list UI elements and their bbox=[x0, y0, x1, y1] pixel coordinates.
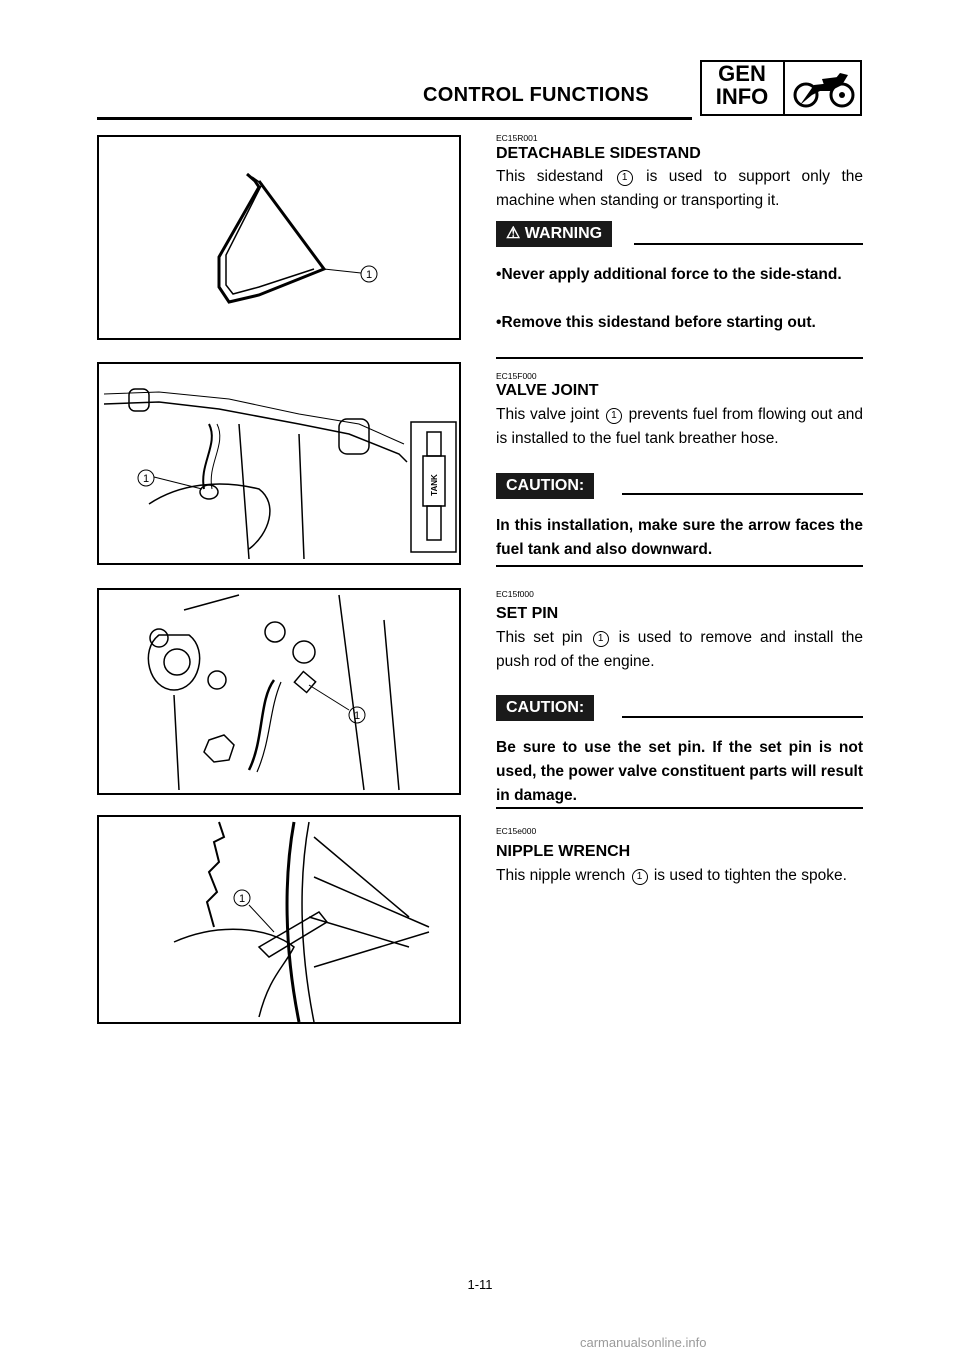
body-text: is used to support only the machine when… bbox=[496, 168, 863, 209]
warning-icon: ⚠ bbox=[506, 225, 521, 242]
section-rule bbox=[496, 807, 863, 809]
section-title: NIPPLE WRENCH bbox=[496, 843, 631, 860]
caution-text: In this installation, make sure the arro… bbox=[496, 517, 863, 558]
section-body: This set pin 1 is used to remove and ins… bbox=[496, 626, 863, 674]
section-body: This valve joint 1 prevents fuel from fl… bbox=[496, 403, 863, 451]
warning-rule bbox=[634, 243, 863, 245]
badge-divider bbox=[783, 60, 785, 116]
callout-marker: 1 bbox=[631, 869, 648, 885]
motorcycle-icon bbox=[793, 73, 855, 108]
callout-marker: 1 bbox=[616, 170, 633, 186]
callout-marker: 1 bbox=[605, 408, 622, 424]
warning-text: WARNING bbox=[524, 225, 603, 242]
section-code: EC15R001 bbox=[496, 133, 538, 143]
section-rule bbox=[496, 565, 863, 567]
nipple-wrench-illustration: 1 bbox=[173, 821, 430, 1023]
bullet-text: Never apply additional force to the side… bbox=[501, 266, 842, 283]
body-text: This valve joint bbox=[496, 406, 600, 423]
section-body: This nipple wrench 1 is used to tighten … bbox=[496, 864, 863, 888]
watermark: carmanualsonline.info bbox=[580, 1335, 707, 1350]
figure-callout: 1 bbox=[366, 269, 372, 281]
section-title: VALVE JOINT bbox=[496, 382, 599, 399]
page-number: 1-11 bbox=[467, 1277, 493, 1292]
valve-joint-illustration: 1 TANK bbox=[103, 388, 457, 560]
caution-label: CAUTION: bbox=[496, 695, 595, 721]
body-text: This set pin bbox=[496, 629, 583, 646]
caution-rule bbox=[622, 493, 863, 495]
sidestand-figure: 1 bbox=[97, 135, 461, 340]
body-text: This nipple wrench bbox=[496, 867, 626, 884]
caution-rule bbox=[622, 716, 863, 718]
figure-callout: 1 bbox=[143, 473, 149, 485]
body-text: is used to remove and install the push r… bbox=[496, 629, 864, 670]
section-title: SET PIN bbox=[496, 605, 559, 622]
figure-callout: 1 bbox=[239, 893, 245, 905]
valve-joint-figure: 1 TANK bbox=[97, 362, 461, 565]
section-rule bbox=[496, 357, 863, 359]
info-label: INFO bbox=[715, 84, 769, 109]
set-pin-illustration: 1 bbox=[147, 594, 400, 791]
section-body: This sidestand 1 is used to support only… bbox=[496, 165, 863, 213]
body-text: This sidestand bbox=[496, 168, 604, 185]
section-code: EC15e000 bbox=[496, 826, 537, 836]
warning-bullet: •Remove this sidestand before starting o… bbox=[496, 314, 816, 331]
nipple-wrench-figure: 1 bbox=[97, 815, 461, 1024]
header-rule bbox=[97, 117, 692, 120]
tank-label: TANK bbox=[430, 474, 439, 496]
section-code: EC15F000 bbox=[496, 371, 537, 381]
figure-callout: 1 bbox=[354, 710, 360, 722]
caution-text: Be sure to use the set pin. If the set p… bbox=[496, 739, 863, 804]
body-text: is used to tighten the spoke. bbox=[653, 867, 847, 884]
callout-marker: 1 bbox=[592, 631, 609, 647]
gen-info-badge bbox=[700, 60, 862, 116]
sidestand-illustration: 1 bbox=[217, 172, 378, 304]
warning-bullet: •Never apply additional force to the sid… bbox=[496, 266, 842, 283]
gen-label: GEN bbox=[718, 61, 766, 86]
bullet-text: Remove this sidestand before starting ou… bbox=[501, 314, 816, 331]
caution-label: CAUTION: bbox=[496, 473, 595, 499]
set-pin-figure: 1 bbox=[97, 588, 461, 795]
page-title: CONTROL FUNCTIONS bbox=[423, 84, 649, 106]
section-code: EC15f000 bbox=[496, 589, 534, 599]
gen-info-label: GEN INFO bbox=[705, 62, 779, 108]
body-text: prevents fuel from flowing out and is in… bbox=[496, 406, 863, 447]
warning-label: ⚠ WARNING bbox=[496, 221, 613, 247]
section-title: DETACHABLE SIDESTAND bbox=[496, 145, 701, 162]
